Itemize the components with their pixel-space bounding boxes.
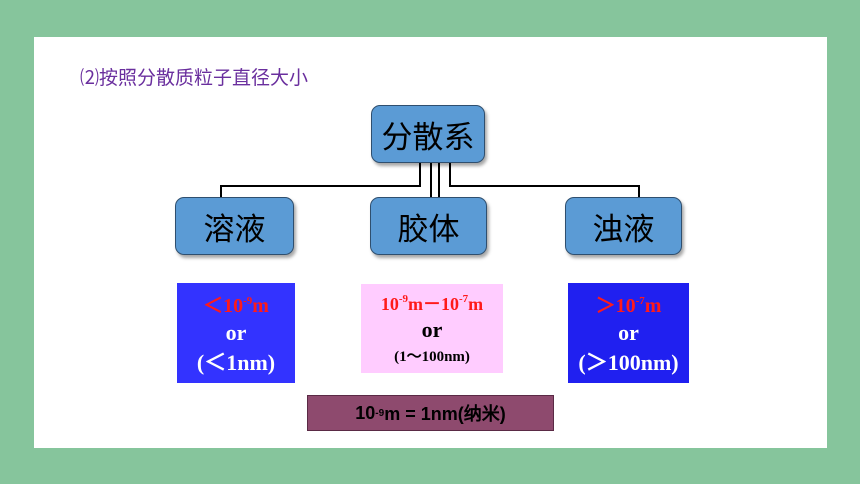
- turbid-nm-range: (＞100nm): [578, 349, 679, 375]
- connector-middle-b: [438, 162, 440, 197]
- solution-size-range: ＜10-9m: [203, 294, 269, 317]
- colloid-or-text: or: [421, 317, 443, 342]
- colloid-size-range: 10-9m－10-7m: [380, 293, 484, 314]
- connector-left-drop: [220, 185, 222, 197]
- connector-left-horizontal: [220, 185, 421, 187]
- connector-middle-a: [430, 162, 432, 197]
- connector-left-vertical: [419, 162, 421, 187]
- size-box-turbid-liquid: ＞10-7m or (＞100nm): [568, 283, 689, 383]
- turbid-or-text: or: [618, 319, 639, 345]
- solution-nm-range: (＜1nm): [196, 349, 276, 375]
- connector-right-vertical: [449, 162, 451, 187]
- node-turbid-liquid: 浊液: [565, 197, 682, 255]
- slide-canvas: ⑵按照分散质粒子直径大小 分散系 溶液 胶体 浊液 ＜10-9m or (＜1n…: [34, 37, 827, 448]
- node-turbid-liquid-label: 浊液: [592, 211, 655, 248]
- slide-heading: ⑵按照分散质粒子直径大小: [80, 67, 309, 89]
- node-dispersion-system-label: 分散系: [381, 119, 475, 156]
- size-box-solution: ＜10-9m or (＜1nm): [177, 283, 295, 383]
- colloid-nm-range: (1～100nm): [394, 349, 470, 365]
- node-colloid: 胶体: [370, 197, 487, 255]
- solution-or-text: or: [225, 319, 247, 345]
- size-box-colloid: 10-9m－10-7m or (1～100nm): [361, 284, 503, 373]
- node-solution-label: 溶液: [203, 211, 266, 248]
- node-colloid-label: 胶体: [397, 211, 460, 248]
- node-dispersion-system: 分散系: [371, 105, 485, 163]
- connector-right-horizontal: [449, 185, 640, 187]
- connector-right-drop: [638, 185, 640, 197]
- turbid-size-range: ＞10-7m: [595, 294, 662, 317]
- node-solution: 溶液: [175, 197, 294, 255]
